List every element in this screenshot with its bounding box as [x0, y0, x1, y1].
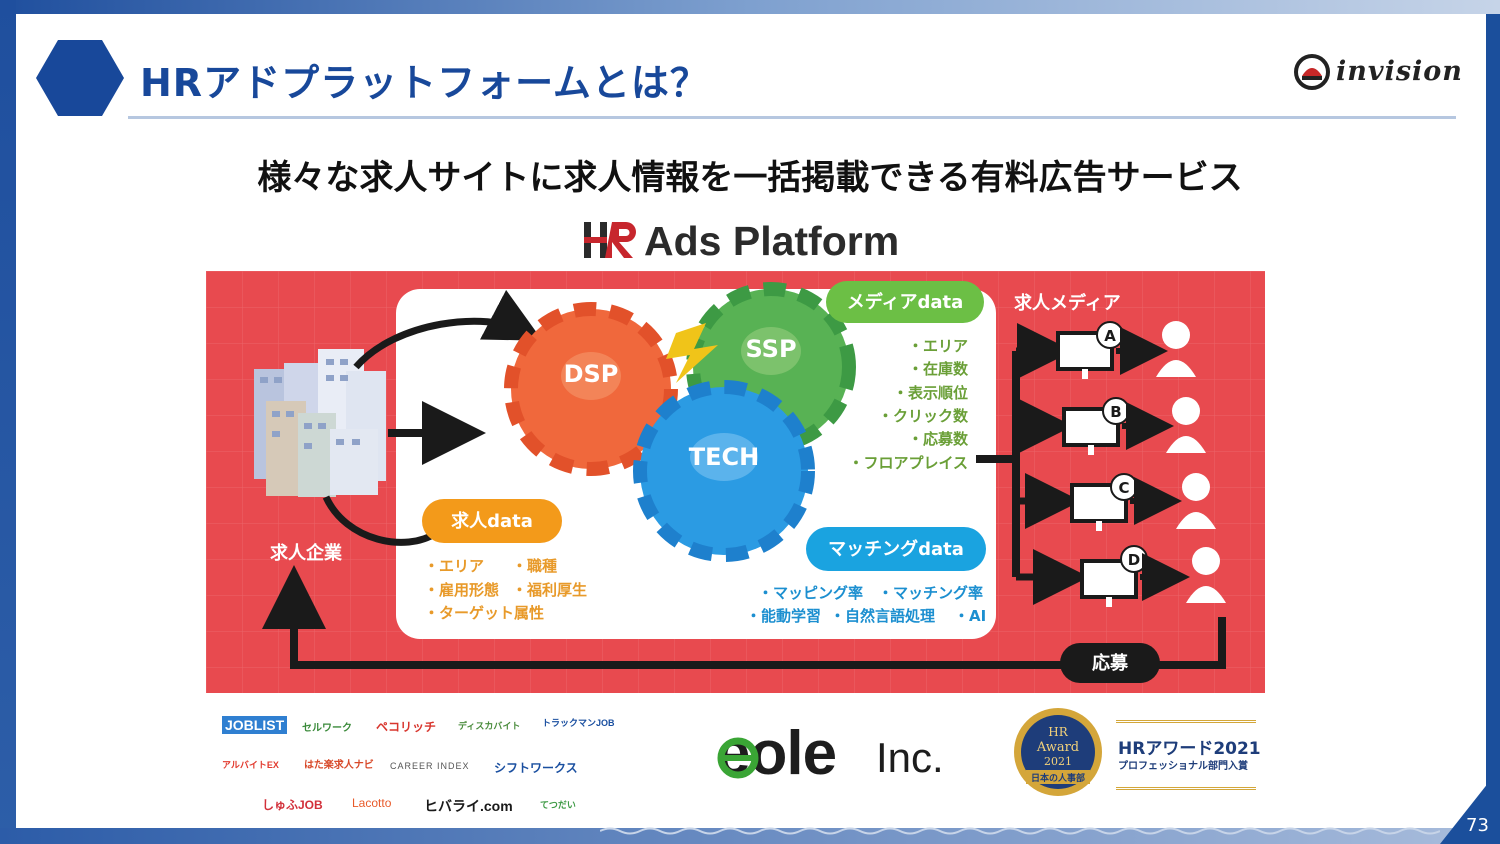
svg-text:応募: 応募 — [1092, 652, 1129, 674]
award-title: HRアワード2021 — [1118, 739, 1261, 759]
hr-award-badge-icon: HR Award 2021 日本の人事部 — [1014, 708, 1102, 796]
media-data-item: ・在庫数 — [908, 360, 969, 378]
svg-text:マッチングdata: マッチングdata — [828, 538, 964, 560]
svg-text:D: D — [1128, 551, 1140, 569]
media-data-pill — [826, 281, 984, 323]
svg-text:B: B — [1110, 403, 1121, 421]
matching-data-item: ・マッチング率 — [878, 584, 983, 602]
svg-text:Award: Award — [1036, 740, 1079, 755]
award-frame — [1116, 720, 1256, 790]
media-logo: セルワーク — [302, 723, 352, 734]
media-logo: はた楽求人ナビ — [304, 760, 374, 771]
hr-ad-platform-diagram: 求人企業 DSP SSP TECH メディアdata ・エリア ・在庫数 ・表示… — [206, 271, 1265, 693]
media-data-item: ・クリック数 — [878, 407, 969, 425]
media-logo: アルバイトEX — [222, 760, 279, 770]
invision-logo-text: invision — [1336, 56, 1463, 87]
matching-data-item: ・マッピング率 — [758, 584, 863, 602]
eole-leaf-icon — [717, 737, 759, 779]
media-logo: ディスカバイト — [458, 721, 521, 731]
matching-data-pill — [806, 527, 986, 571]
page-title: HRアドプラットフォームとは？ — [140, 61, 709, 105]
invision-logo-icon — [1294, 54, 1330, 90]
svg-text:SSP: SSP — [745, 335, 796, 363]
company-buildings-icon — [254, 349, 386, 497]
page-number: 73 — [1466, 815, 1489, 836]
tech-gear-icon: TECH — [633, 380, 815, 562]
media-title: 求人メディア — [1014, 292, 1121, 314]
media-monitor-d-icon: D — [1080, 545, 1148, 607]
job-seeker-icons — [1156, 321, 1226, 603]
matching-data-item: ・能動学習 — [746, 607, 821, 625]
svg-text:A: A — [1104, 327, 1116, 345]
subtitle: 様々な求人サイトに求人情報を一括掲載できる有料広告サービス — [257, 158, 1243, 198]
lightning-icon — [666, 323, 718, 383]
media-monitor-b-icon: B — [1062, 397, 1130, 455]
media-data-item: ・フロアプレイス — [848, 454, 968, 472]
dsp-gear-icon: DSP — [504, 302, 678, 476]
media-logo: Lacotto — [352, 796, 392, 810]
matching-data-item: ・自然言語処理 — [830, 607, 935, 625]
job-data-item: ・ターゲット属性 — [424, 604, 544, 622]
job-data-item: ・雇用形態 — [424, 581, 499, 599]
media-data-item: ・表示順位 — [893, 384, 968, 402]
media-monitor-c-icon: C — [1070, 473, 1138, 531]
media-logo: CAREER INDEX — [390, 761, 470, 771]
title-divider — [128, 116, 1456, 119]
media-logo: ペコリッチ — [376, 720, 437, 734]
media-logo: ヒバライ.com — [424, 798, 513, 814]
media-logo: しゅふJOB — [262, 798, 323, 812]
svg-text:C: C — [1118, 479, 1129, 497]
svg-text:日本の人事部: 日本の人事部 — [1031, 772, 1085, 784]
page-corner-decoration — [1440, 768, 1500, 844]
media-logos: JOBLIST セルワーク ペコリッチ ディスカバイト トラックマンJOB アル… — [218, 712, 615, 822]
svg-text:2021: 2021 — [1044, 755, 1072, 768]
award-subtitle: プロフェッショナル部門入賞 — [1118, 761, 1248, 772]
media-monitor-a-icon: A — [1056, 321, 1124, 379]
frame-left-band — [0, 0, 16, 844]
job-data-item: ・職種 — [512, 557, 557, 575]
eole-inc-text: Inc. — [876, 734, 944, 781]
frame-bottom-band — [0, 828, 1500, 844]
svg-text:求人data: 求人data — [451, 510, 533, 532]
media-logo: トラックマンJOB — [542, 718, 615, 728]
svg-text:DSP: DSP — [564, 360, 619, 388]
hr-ads-platform-logo-icon — [584, 222, 636, 258]
hr-ads-platform-text: Ads Platform — [644, 218, 900, 264]
job-data-item: ・福利厚生 — [512, 581, 587, 599]
hexagon-icon — [36, 40, 124, 116]
company-label: 求人企業 — [270, 542, 343, 564]
footer-wave-pattern — [600, 827, 1440, 835]
media-logo: シフトワークス — [494, 761, 578, 775]
media-data-item: ・応募数 — [908, 430, 969, 448]
svg-text:HR: HR — [1048, 725, 1068, 739]
media-logo: JOBLIST — [222, 716, 288, 734]
svg-text:メディアdata: メディアdata — [847, 291, 964, 313]
job-data-pill — [422, 499, 562, 543]
job-data-item: ・エリア — [424, 557, 484, 575]
svg-text:TECH: TECH — [689, 443, 759, 471]
media-data-item: ・エリア — [908, 337, 968, 355]
frame-top-band — [0, 0, 1500, 14]
apply-pill — [1060, 643, 1160, 683]
matching-data-item: ・AI — [954, 607, 986, 625]
media-logo: てつだい — [540, 800, 576, 810]
